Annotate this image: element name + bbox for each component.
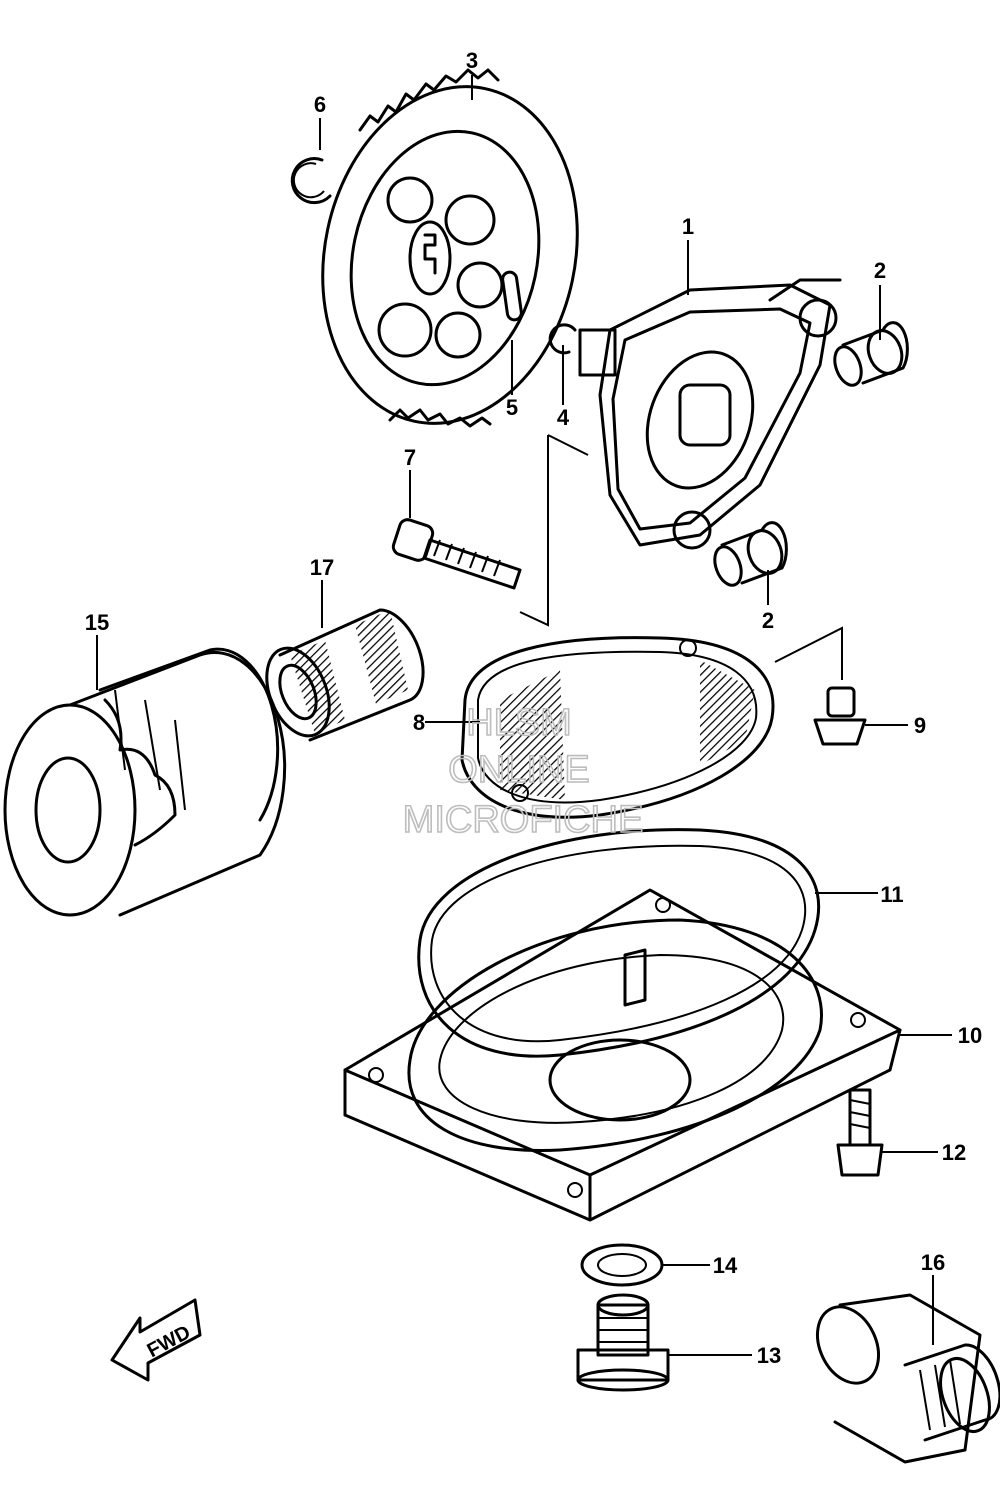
drain-plug-gasket — [580, 1243, 664, 1287]
fwd-arrow-icon: FWD — [110, 1298, 202, 1382]
callout-13: 13 — [757, 1343, 781, 1368]
callout-4: 4 — [557, 405, 570, 430]
callout-1: 1 — [682, 214, 694, 239]
callout-10: 10 — [958, 1023, 982, 1048]
oil-strainer — [460, 636, 775, 819]
oil-pressure-switch — [816, 1293, 1000, 1464]
callout-16: 16 — [921, 1250, 945, 1275]
watermark: HLSM ONLINE MICROFICHE — [402, 701, 644, 842]
oil-pan-bolt — [836, 1088, 884, 1177]
oil-pump-assembly — [578, 278, 842, 550]
watermark-line-1: HLSM — [466, 702, 572, 744]
callout-2-lower: 2 — [762, 608, 774, 633]
washer-clip — [548, 323, 577, 355]
circlip — [290, 157, 332, 205]
callout-2-upper: 2 — [874, 258, 886, 283]
pin — [501, 270, 523, 322]
callout-8: 8 — [413, 710, 425, 735]
strainer-bolt — [813, 686, 867, 746]
callout-12: 12 — [942, 1140, 966, 1165]
dowel-pin-lower — [713, 521, 788, 587]
leader-lines — [96, 75, 952, 1356]
callout-17: 17 — [310, 555, 334, 580]
callout-labels: 3 6 1 2 5 4 7 17 2 15 8 9 11 10 12 16 14… — [85, 48, 982, 1368]
o-ring — [417, 828, 821, 1058]
callout-5: 5 — [506, 395, 518, 420]
bolt-long — [391, 518, 522, 590]
callout-6: 6 — [314, 92, 326, 117]
fwd-label: FWD — [144, 1321, 195, 1362]
oil-filter-union — [265, 608, 425, 742]
watermark-line-3: MICROFICHE — [403, 799, 644, 841]
callout-3: 3 — [466, 48, 478, 73]
callout-15: 15 — [85, 610, 109, 635]
callout-14: 14 — [713, 1253, 738, 1278]
watermark-line-2: ONLINE — [448, 749, 589, 791]
oil-filter — [3, 647, 287, 917]
oil-pan — [343, 888, 902, 1222]
drain-plug — [576, 1293, 670, 1392]
oil-pump-gear — [321, 68, 579, 428]
callout-11: 11 — [880, 882, 903, 907]
callout-7: 7 — [404, 445, 416, 470]
callout-9: 9 — [914, 713, 926, 738]
dowel-pin-upper — [833, 321, 909, 387]
